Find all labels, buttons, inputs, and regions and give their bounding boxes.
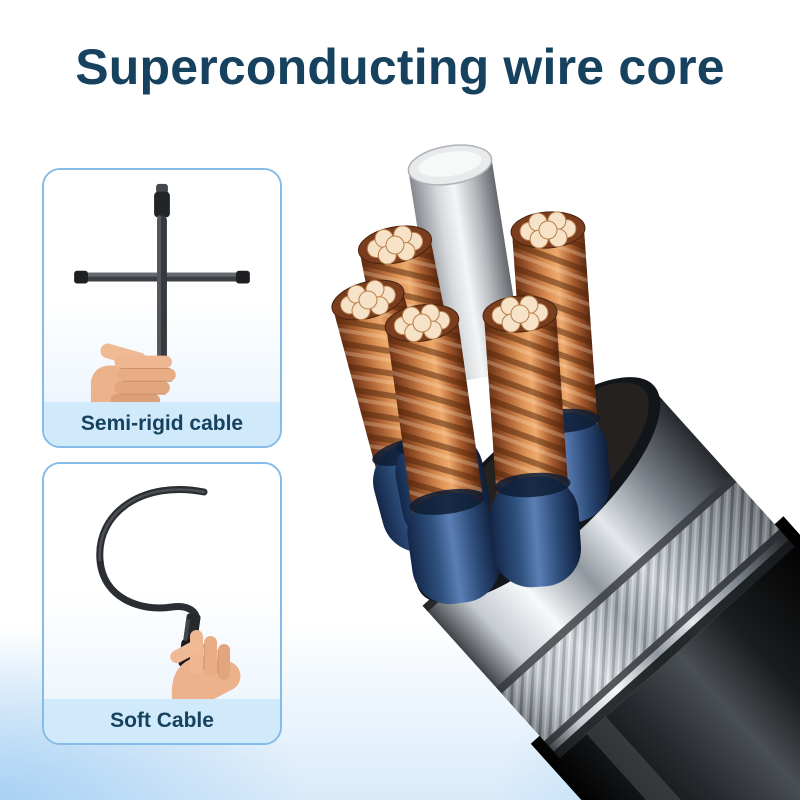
cable-cutaway-illustration	[331, 144, 800, 800]
hand-holding-semi-rigid-cable-icon	[74, 183, 250, 402]
page-title: Superconducting wire core	[75, 39, 725, 95]
blue-sleeve-front-right	[490, 472, 582, 588]
caption-soft-cable: Soft Cable	[44, 699, 280, 743]
hand-holding-soft-cable-icon	[96, 485, 241, 699]
semi-rigid-cable-photo	[44, 170, 280, 402]
blue-sleeve-front-left	[407, 488, 500, 605]
soft-cable-photo	[44, 464, 280, 699]
copper-bundle-front-left	[384, 303, 487, 536]
hand-icon	[90, 343, 176, 402]
card-soft-cable: Soft Cable	[42, 462, 282, 745]
metal-shield-collar	[422, 394, 795, 759]
copper-bundle-front-right	[482, 295, 570, 517]
card-semi-rigid: Semi-rigid cable	[42, 168, 282, 448]
hand-icon	[170, 630, 241, 699]
cable-jacket	[530, 516, 800, 800]
caption-semi-rigid: Semi-rigid cable	[44, 402, 280, 446]
